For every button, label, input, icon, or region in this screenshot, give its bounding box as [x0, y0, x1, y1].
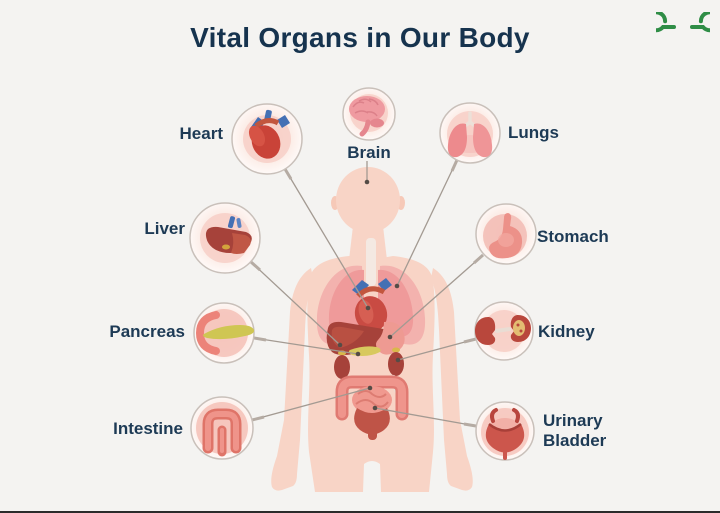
- label-liver: Liver: [144, 219, 185, 238]
- intestine-callout: [190, 396, 254, 460]
- heart-highlight: [358, 300, 374, 324]
- right-kidney: [388, 352, 404, 376]
- lungs-callout: [439, 102, 501, 164]
- callout-circles: [189, 87, 537, 461]
- intestine-coils: [355, 390, 389, 408]
- trachea: [366, 238, 376, 286]
- connector-dots: [337, 179, 401, 411]
- label-stomach: Stomach: [537, 227, 609, 246]
- brain-callout: [342, 87, 396, 141]
- magnifier-handles: [250, 159, 484, 428]
- large-intestine-inner: [338, 378, 406, 418]
- internal-organs: [316, 238, 426, 440]
- head: [336, 167, 400, 233]
- bottom-border: [0, 511, 720, 513]
- label-kidney: Kidney: [538, 322, 595, 341]
- stomach-connector: [389, 254, 484, 338]
- vena-cava: [352, 280, 369, 296]
- bladder-organ: [354, 408, 390, 435]
- intestine-connector: [251, 387, 371, 421]
- stomach-callout: [475, 203, 537, 265]
- label-heart: Heart: [179, 124, 223, 143]
- label-pancreas: Pancreas: [109, 322, 185, 341]
- left-arm: [271, 268, 313, 491]
- connector-lines: [250, 159, 484, 427]
- heart-connector: [284, 168, 369, 309]
- liver-connector: [250, 261, 341, 346]
- label-intestine: Intestine: [113, 419, 183, 438]
- kidney-connector: [397, 338, 477, 361]
- urinary-bladder-callout: [475, 401, 535, 461]
- label-brain: Brain: [347, 143, 391, 162]
- pancreas-connector: [253, 337, 359, 355]
- liver-callout: [189, 202, 261, 274]
- heart-callout: [231, 103, 303, 175]
- rectum: [368, 428, 377, 440]
- right-adrenal: [392, 347, 400, 353]
- pulmonary-vessel: [378, 278, 392, 291]
- label-urinary-bladder: Urinary Bladder: [543, 411, 607, 450]
- right-arm: [431, 268, 473, 491]
- page-title: Vital Organs in Our Body: [190, 22, 530, 53]
- label-lungs: Lungs: [508, 123, 559, 142]
- liver-lobe: [331, 326, 364, 348]
- kidney-callout: [474, 301, 534, 361]
- pancreas-callout: [193, 302, 255, 364]
- left-kidney: [334, 355, 350, 379]
- lungs-connector: [396, 159, 458, 287]
- bladder-connector: [374, 407, 477, 427]
- geeksforgeeks-logo-icon: [656, 12, 710, 33]
